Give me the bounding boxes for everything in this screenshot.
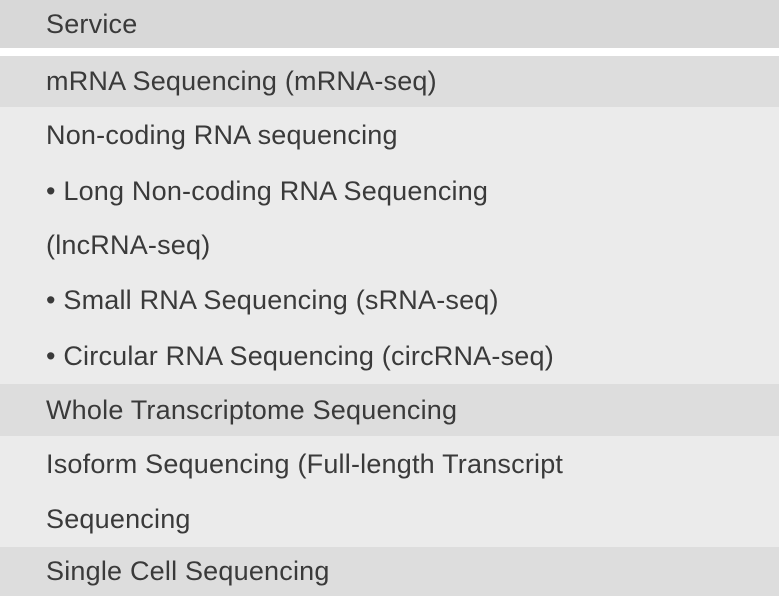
row-text: • Small RNA Sequencing (sRNA-seq) <box>46 285 499 315</box>
table-row: Isoform Sequencing (Full-length Transcri… <box>0 436 779 547</box>
row-text: Single Cell Sequencing <box>46 556 330 586</box>
row-text: • Long Non-coding RNA Sequencing <box>46 175 489 206</box>
row-text: • Circular RNA Sequencing (circRNA-seq) <box>46 340 554 371</box>
row-text: mRNA Sequencing (mRNA-seq) <box>46 66 437 96</box>
header-title: Service <box>46 8 138 39</box>
table-row: Non-coding RNA sequencing • Long Non-cod… <box>0 107 779 384</box>
row-text: (lncRNA-seq) <box>46 230 211 260</box>
row-text: Isoform Sequencing (Full-length Transcri… <box>46 448 564 479</box>
table-row: Whole Transcriptome Sequencing <box>0 384 779 436</box>
table-header: Service <box>0 0 779 48</box>
table-row: Single Cell Sequencing <box>0 547 779 596</box>
row-text: Non-coding RNA sequencing <box>46 120 398 150</box>
header-gap <box>0 48 779 56</box>
row-text: Whole Transcriptome Sequencing <box>46 394 458 425</box>
table-row: mRNA Sequencing (mRNA-seq) <box>0 56 779 107</box>
row-text: Sequencing <box>46 504 191 534</box>
